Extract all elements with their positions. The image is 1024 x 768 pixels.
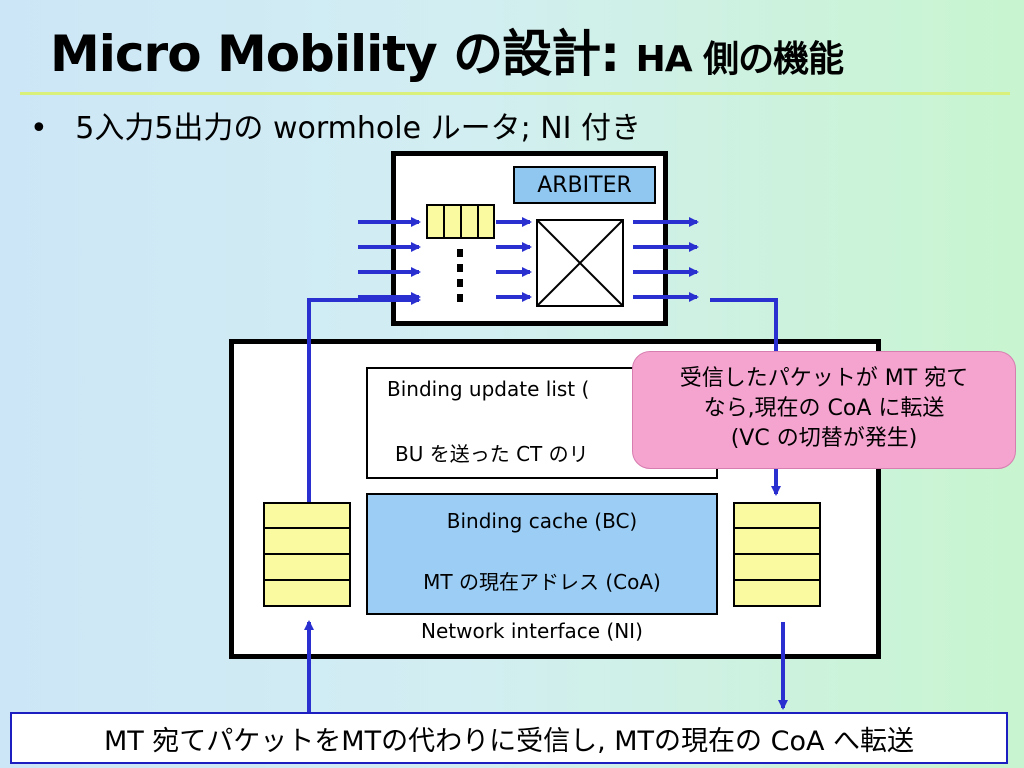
arbiter-label: ARBITER	[537, 172, 632, 198]
input-fifo	[426, 204, 495, 239]
ni-output-fifo	[733, 502, 821, 607]
bu-title: Binding update list (	[387, 377, 590, 401]
page-title: Micro Mobility の設計: HA 側の機能	[50, 14, 845, 86]
router-output-arrows	[633, 217, 699, 302]
router-input-arrows	[358, 217, 421, 302]
ni-input-fifo	[263, 502, 351, 607]
callout-line-1: 受信したパケットが MT 宛て	[679, 366, 969, 391]
network-interface-label: Network interface (NI)	[421, 619, 643, 643]
ni-to-router-arrow	[307, 295, 421, 505]
crossbar-input-arrows	[496, 217, 532, 302]
ellipsis-dots	[457, 249, 463, 302]
summary-box: MT 宛てパケットをMTの代わりに受信し, MTの現在の CoA へ転送	[10, 712, 1008, 764]
callout-line-2: なら,現在の CoA に転送	[703, 396, 945, 421]
binding-cache-box: Binding cache (BC) MT の現在アドレス (CoA)	[366, 493, 718, 615]
bullet-item: • 5入力5出力の wormhole ルータ; NI 付き	[30, 103, 641, 147]
summary-text: MT 宛てパケットをMTの代わりに受信し, MTの現在の CoA へ転送	[103, 725, 915, 757]
bu-description: BU を送った CT のリ	[395, 442, 589, 466]
callout-line-3: (VC の切替が発生)	[730, 426, 918, 451]
bullet-text: 5入力5出力の wormhole ルータ; NI 付き	[75, 111, 642, 146]
arbiter-box: ARBITER	[513, 166, 656, 204]
crossbar-switch	[536, 219, 624, 307]
bullet-marker: •	[30, 111, 48, 146]
bc-title: Binding cache (BC)	[446, 509, 638, 533]
forwarding-callout: 受信したパケットが MT 宛て なら,現在の CoA に転送 (VC の切替が発…	[632, 351, 1016, 469]
title-sub: HA 側の機能	[635, 39, 845, 80]
title-divider	[20, 92, 1010, 95]
title-main: Micro Mobility の設計:	[50, 25, 620, 83]
bc-description: MT の現在アドレス (CoA)	[423, 570, 661, 594]
